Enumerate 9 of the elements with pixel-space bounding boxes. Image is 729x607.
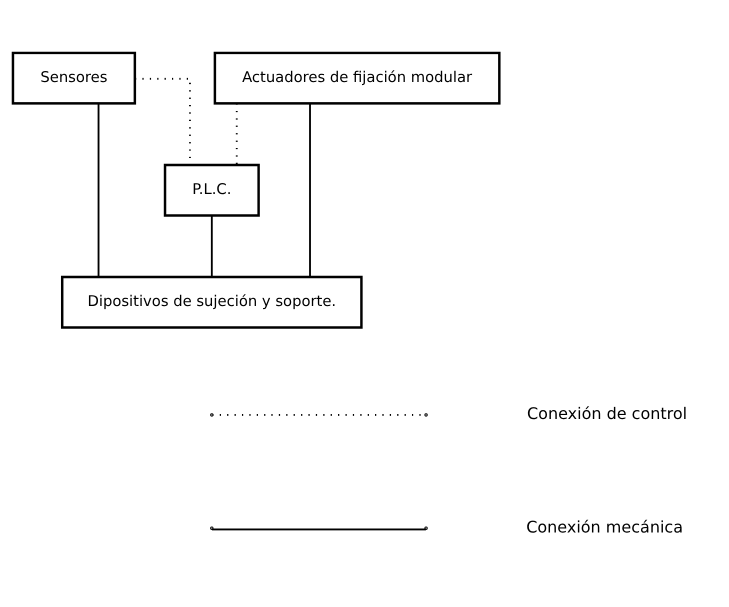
node-box: Sensores xyxy=(12,52,136,105)
connector xyxy=(309,103,311,277)
connector xyxy=(98,103,100,277)
node-box: Actuadores de fijación modular xyxy=(214,52,501,105)
connector xyxy=(210,216,213,277)
node-box: P.L.C. xyxy=(164,164,260,217)
legend-label: Conexión mecánica xyxy=(526,517,684,536)
legend-label: Conexión de control xyxy=(527,404,688,424)
node-box: Dipositivos de sujeción y soporte. xyxy=(60,276,363,329)
